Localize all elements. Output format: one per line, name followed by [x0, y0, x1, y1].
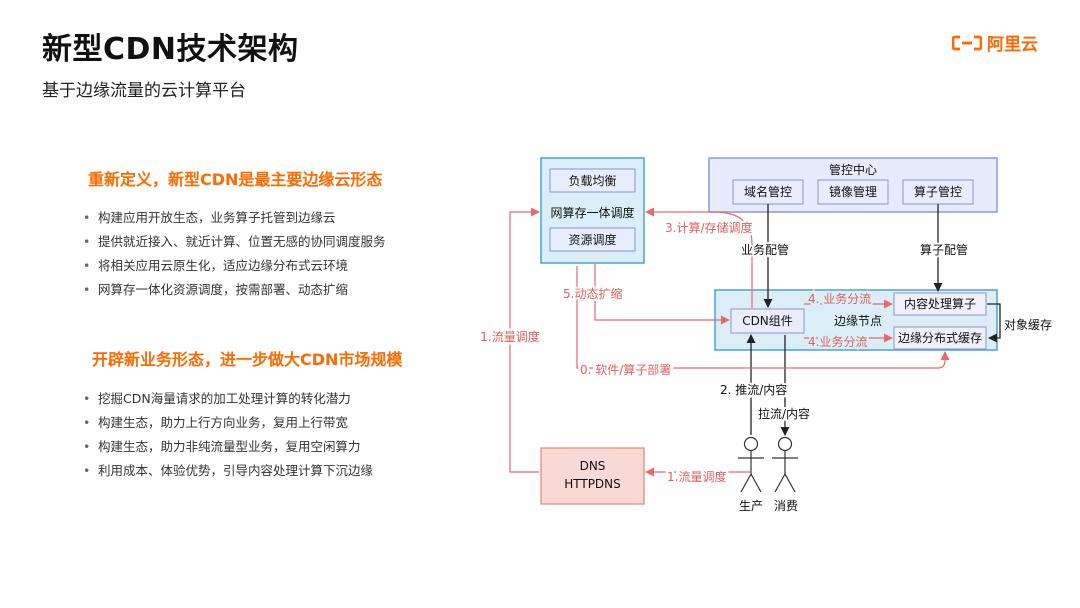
section1-bullet: 网算存一体化资源调度，按需部署、动态扩缩 — [80, 278, 386, 302]
compute-storage-arrow — [645, 207, 753, 308]
image-management-box-label: 镜像管理 — [829, 184, 877, 199]
section1-bullet: 将相关应用云原生化，适应边缘分布式云环境 — [80, 254, 386, 278]
edge-node-panel: CDN组件 边缘节点 内容处理算子 边缘分布式缓存 — [714, 289, 998, 351]
dynamic-scale-label: 5.动态扩缩 — [563, 286, 622, 301]
section2-heading: 开辟新业务形态，进一步做大CDN市场规模 — [92, 350, 403, 369]
consumer-label: 消费 — [774, 499, 798, 513]
software-deploy-label: 0. 软件/算子部署 — [580, 362, 671, 377]
brand-logo: 阿里云 — [952, 30, 1038, 55]
diagram-labels: 3.计算/存储调度 5.动态扩缩 1.流量调度 0. 软件/算子部署 业务配管 … — [478, 218, 1052, 513]
section2-bullet: 构建生态，助力上行方向业务，复用上行带宽 — [80, 411, 373, 435]
page-title: 新型CDN技术架构 — [42, 32, 299, 67]
section2-bullet: 挖掘CDN海量请求的加工处理计算的转化潜力 — [80, 387, 373, 411]
traffic-schedule-vertical-label: 1.流量调度 — [480, 329, 539, 344]
section2-bullet-list: 挖掘CDN海量请求的加工处理计算的转化潜力 构建生态，助力上行方向业务，复用上行… — [80, 387, 373, 483]
section1-bullet: 提供就近接入、就近计算、位置无感的协同调度服务 — [80, 230, 386, 254]
load-balance-box-label: 负载均衡 — [568, 174, 616, 188]
black-connectors — [746, 204, 1001, 436]
object-cache-arrow — [987, 303, 1001, 343]
operator-config-label: 算子配管 — [920, 242, 968, 257]
content-operator-box-label: 内容处理算子 — [904, 296, 976, 311]
section2-bullet: 构建生态，助力非纯流量型业务，复用空闲算力 — [80, 435, 373, 459]
pull-stream-label: 拉流/内容 — [758, 406, 810, 421]
operator-control-box-label: 算子管控 — [914, 184, 962, 199]
compute-storage-label: 3.计算/存储调度 — [665, 220, 753, 235]
scheduler-title: 网算存一体调度 — [550, 205, 634, 220]
red-connectors — [509, 207, 950, 477]
section1-bullet: 构建应用开放生态，业务算子托管到边缘云 — [80, 206, 386, 230]
edge-cache-box-label: 边缘分布式缓存 — [898, 331, 982, 345]
dns-label: DNS — [580, 459, 606, 473]
domain-control-box-label: 域名管控 — [744, 184, 792, 199]
section1-heading: 重新定义，新型CDN是最主要边缘云形态 — [88, 170, 383, 189]
traffic-schedule-horizontal-label: 1.流量调度 — [667, 469, 726, 484]
section2-bullet: 利用成本、体验优势，引导内容处理计算下沉边缘 — [80, 459, 373, 483]
producer-label: 生产 — [739, 499, 763, 513]
flow-split-label-1: 4. 业务分流 — [808, 291, 871, 306]
logo-text: 阿里云 — [987, 35, 1038, 55]
httpdns-label: HTTPDNS — [564, 477, 621, 491]
aliyun-logo-icon — [952, 35, 982, 50]
control-center-panel: 管控中心 域名管控 镜像管理 算子管控 — [708, 157, 998, 213]
dynamic-scale-arrow — [594, 264, 730, 325]
business-config-label: 业务配管 — [741, 242, 789, 257]
consumer-figure — [772, 436, 798, 493]
object-cache-label: 对象缓存 — [1004, 318, 1052, 332]
producer-figure — [738, 436, 764, 493]
push-stream-label: 2. 推流/内容 — [720, 382, 787, 397]
control-center-title: 管控中心 — [829, 162, 877, 177]
edge-node-label: 边缘节点 — [834, 314, 882, 328]
software-deploy-arrow — [576, 266, 950, 369]
scheduler-panel: 负载均衡 网算存一体调度 资源调度 — [540, 157, 645, 264]
page-subtitle: 基于边缘流量的云计算平台 — [42, 81, 246, 101]
cdn-component-box-label: CDN组件 — [742, 314, 793, 328]
flow-split-label-2: 4.业务分流 — [808, 334, 867, 349]
section1-bullet-list: 构建应用开放生态，业务算子托管到边缘云 提供就近接入、就近计算、位置无感的协同调… — [80, 206, 386, 302]
resource-schedule-box-label: 资源调度 — [568, 232, 616, 247]
traffic-schedule-vertical-arrow — [509, 207, 540, 473]
dns-box: DNS HTTPDNS — [540, 447, 645, 505]
